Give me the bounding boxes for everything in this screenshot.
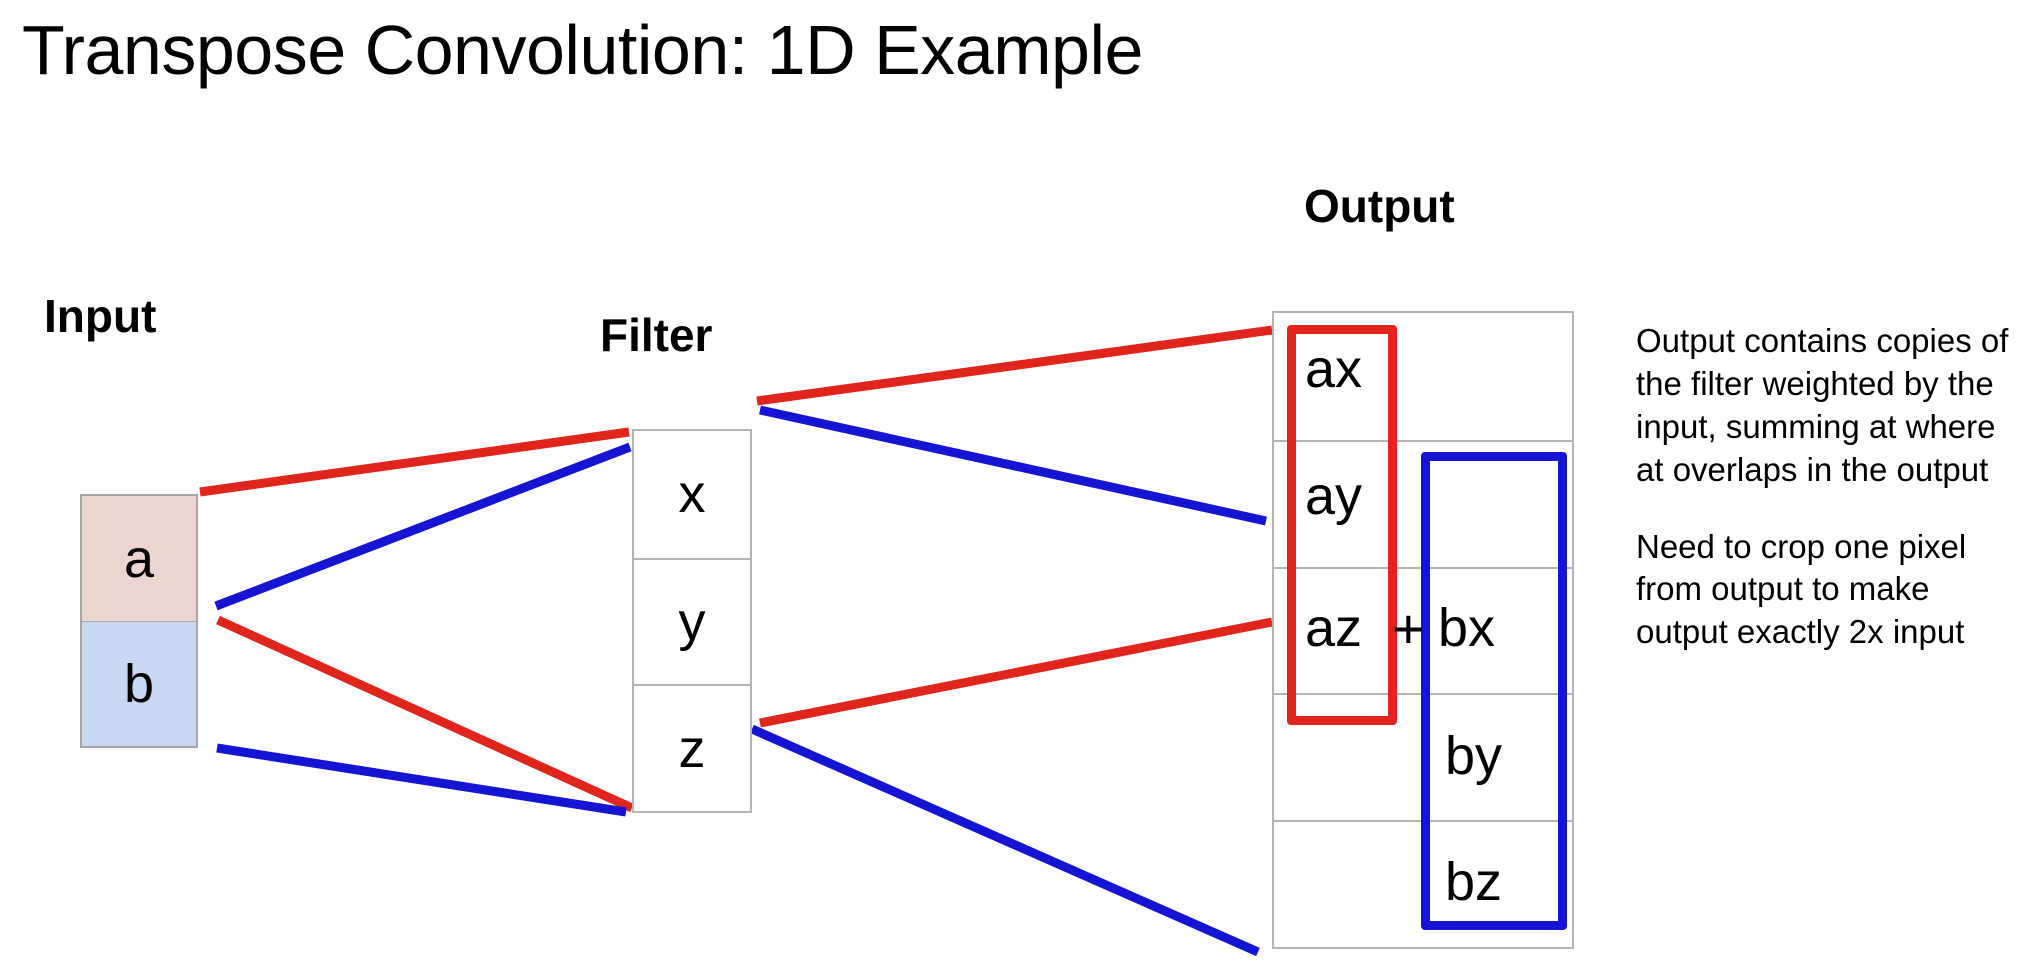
- output-label-by: by: [1445, 726, 1503, 786]
- output-label-bz: bz: [1445, 852, 1503, 912]
- filter-bottom-to-output-red: [759, 617, 1273, 728]
- filter-grid: x y z: [632, 429, 752, 813]
- page-title: Transpose Convolution: 1D Example: [22, 11, 1143, 89]
- output-row: [1274, 439, 1572, 567]
- input-a-to-filter-top: [199, 427, 630, 497]
- output-row: [1274, 820, 1572, 947]
- filter-cell-y-label: y: [678, 591, 706, 652]
- filter-bottom-to-output-blue: [750, 724, 1260, 957]
- filter-cell-y: y: [634, 557, 750, 685]
- filter-cell-z: z: [634, 684, 750, 811]
- notes-panel: Output contains copies of the filter wei…: [1636, 320, 2026, 654]
- filter-cell-x-label: x: [678, 464, 706, 525]
- input-grid: a b: [80, 494, 198, 748]
- input-b-to-filter-bottom: [216, 743, 627, 817]
- filter-top-to-output-red: [756, 325, 1273, 406]
- input-cell-b-label: b: [123, 654, 155, 714]
- plus-operator: +: [1392, 597, 1425, 660]
- input-a-to-filter-bottom: [214, 442, 632, 611]
- input-cell-b: b: [82, 621, 196, 746]
- output-label-az: az: [1305, 598, 1363, 658]
- input-cell-a-label: a: [123, 528, 155, 589]
- input-cell-a: a: [82, 496, 196, 621]
- filter-heading: Filter: [600, 309, 713, 361]
- output-heading: Output: [1304, 180, 1455, 232]
- filter-cell-x: x: [634, 431, 750, 558]
- note-paragraph-1: Output contains copies of the filter wei…: [1636, 322, 2009, 488]
- output-label-ax: ax: [1305, 339, 1363, 399]
- note-paragraph-2: Need to crop one pixel from output to ma…: [1636, 527, 1967, 651]
- input-b-to-filter-top: [216, 615, 634, 813]
- output-label-bx: bx: [1438, 598, 1496, 658]
- filter-cell-z-label: z: [678, 718, 706, 779]
- output-row: [1274, 693, 1572, 820]
- output-label-ay: ay: [1305, 466, 1363, 526]
- filter-top-to-output-blue: [759, 405, 1267, 526]
- input-heading: Input: [44, 290, 157, 342]
